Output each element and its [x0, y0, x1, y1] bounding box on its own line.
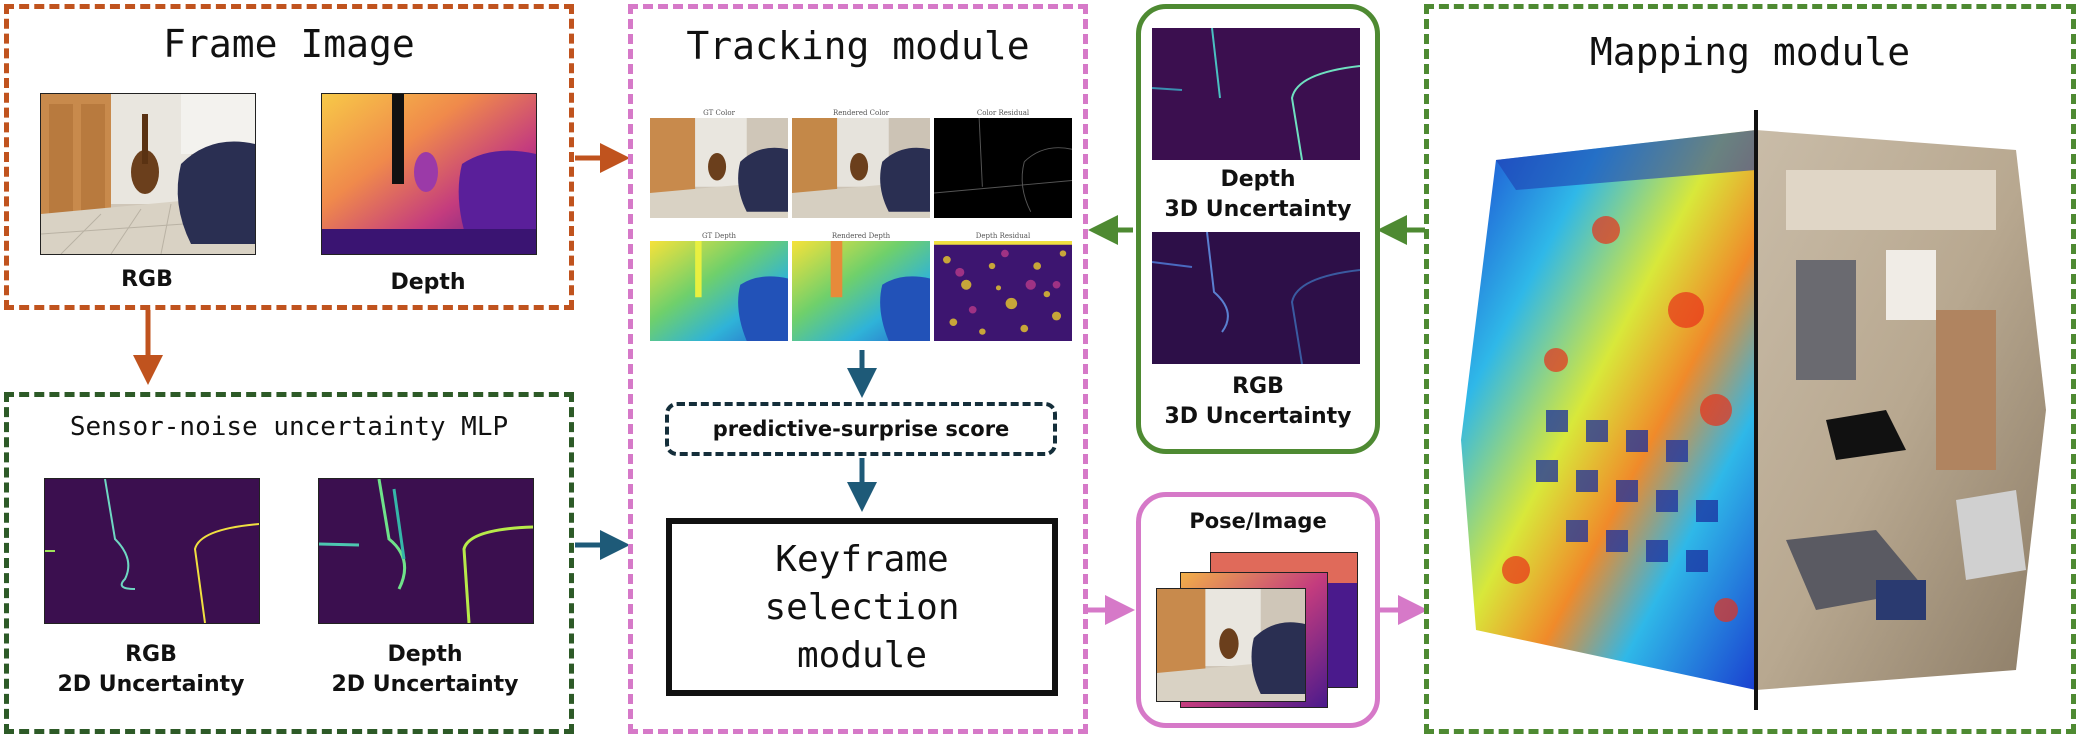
grid-label-gt-color: GT Color — [703, 109, 735, 117]
keyframe-line2: selection — [764, 587, 960, 628]
sensor-noise-title: Sensor-noise uncertainty MLP — [69, 412, 509, 442]
rgb-2d-uncertainty-label: RGB 2D Uncertainty — [44, 640, 258, 700]
rgb-frame-image — [40, 93, 256, 255]
depth-3d-uncertainty-image — [1152, 28, 1360, 160]
surprise-score-box — [665, 402, 1057, 456]
keyframe-line1: Keyframe — [775, 539, 949, 580]
mapping-module-title: Mapping module — [1589, 30, 1911, 74]
depth-3d-line2: 3D Uncertainty — [1164, 197, 1352, 222]
grid-label-gt-depth: GT Depth — [701, 232, 737, 240]
rgb-3d-uncertainty-image — [1152, 232, 1360, 364]
frame-image-box — [4, 4, 574, 310]
frame-image-title: Frame Image — [163, 22, 415, 66]
sensor-noise-box — [4, 392, 574, 734]
depth-3d-uncertainty-label: Depth 3D Uncertainty — [1136, 165, 1380, 225]
depth-residual-image — [934, 241, 1072, 341]
depth-frame-label: Depth — [390, 270, 466, 295]
depth-3d-line1: Depth — [1220, 167, 1296, 192]
stack-card-front — [1156, 588, 1306, 702]
rgb-2d-line1: RGB — [125, 642, 177, 667]
keyframe-selection-box — [666, 518, 1058, 696]
depth-2d-uncertainty-image — [318, 478, 534, 624]
rendered-depth-image — [792, 241, 930, 341]
grid-label-rendered-depth: Rendered Depth — [831, 232, 891, 240]
tracking-module-box — [628, 4, 1088, 734]
rgb-frame-label: RGB — [121, 267, 173, 292]
uncertainty-3d-box — [1136, 4, 1380, 454]
rgb-3d-line1: RGB — [1232, 374, 1284, 399]
surprise-score-label: predictive-surprise score — [712, 417, 1010, 441]
depth-2d-line1: Depth — [387, 642, 463, 667]
mapping-module-box — [1424, 4, 2076, 734]
pose-image-box — [1136, 492, 1380, 728]
rendered-color-image — [792, 118, 930, 218]
grid-label-rendered-color: Rendered Color — [832, 109, 890, 117]
rgb-2d-uncertainty-image — [44, 478, 260, 624]
gt-depth-image — [650, 241, 788, 341]
keyframe-selection-label: Keyframe selection module — [666, 536, 1058, 680]
depth-2d-uncertainty-label: Depth 2D Uncertainty — [318, 640, 532, 700]
grid-label-color-residual: Color Residual — [976, 109, 1030, 117]
rgb-2d-line2: 2D Uncertainty — [57, 672, 245, 697]
keyframe-line3: module — [796, 635, 928, 676]
mapping-reconstruction-image — [1456, 110, 2052, 710]
color-residual-image — [934, 118, 1072, 218]
depth-2d-line2: 2D Uncertainty — [331, 672, 519, 697]
rgb-3d-uncertainty-label: RGB 3D Uncertainty — [1136, 372, 1380, 432]
rgb-3d-line2: 3D Uncertainty — [1164, 404, 1352, 429]
tracking-module-title: Tracking module — [686, 24, 1030, 68]
depth-frame-image — [321, 93, 537, 255]
gt-color-image — [650, 118, 788, 218]
grid-label-depth-residual: Depth Residual — [975, 232, 1031, 240]
pose-image-label: Pose/Image — [1189, 509, 1327, 533]
